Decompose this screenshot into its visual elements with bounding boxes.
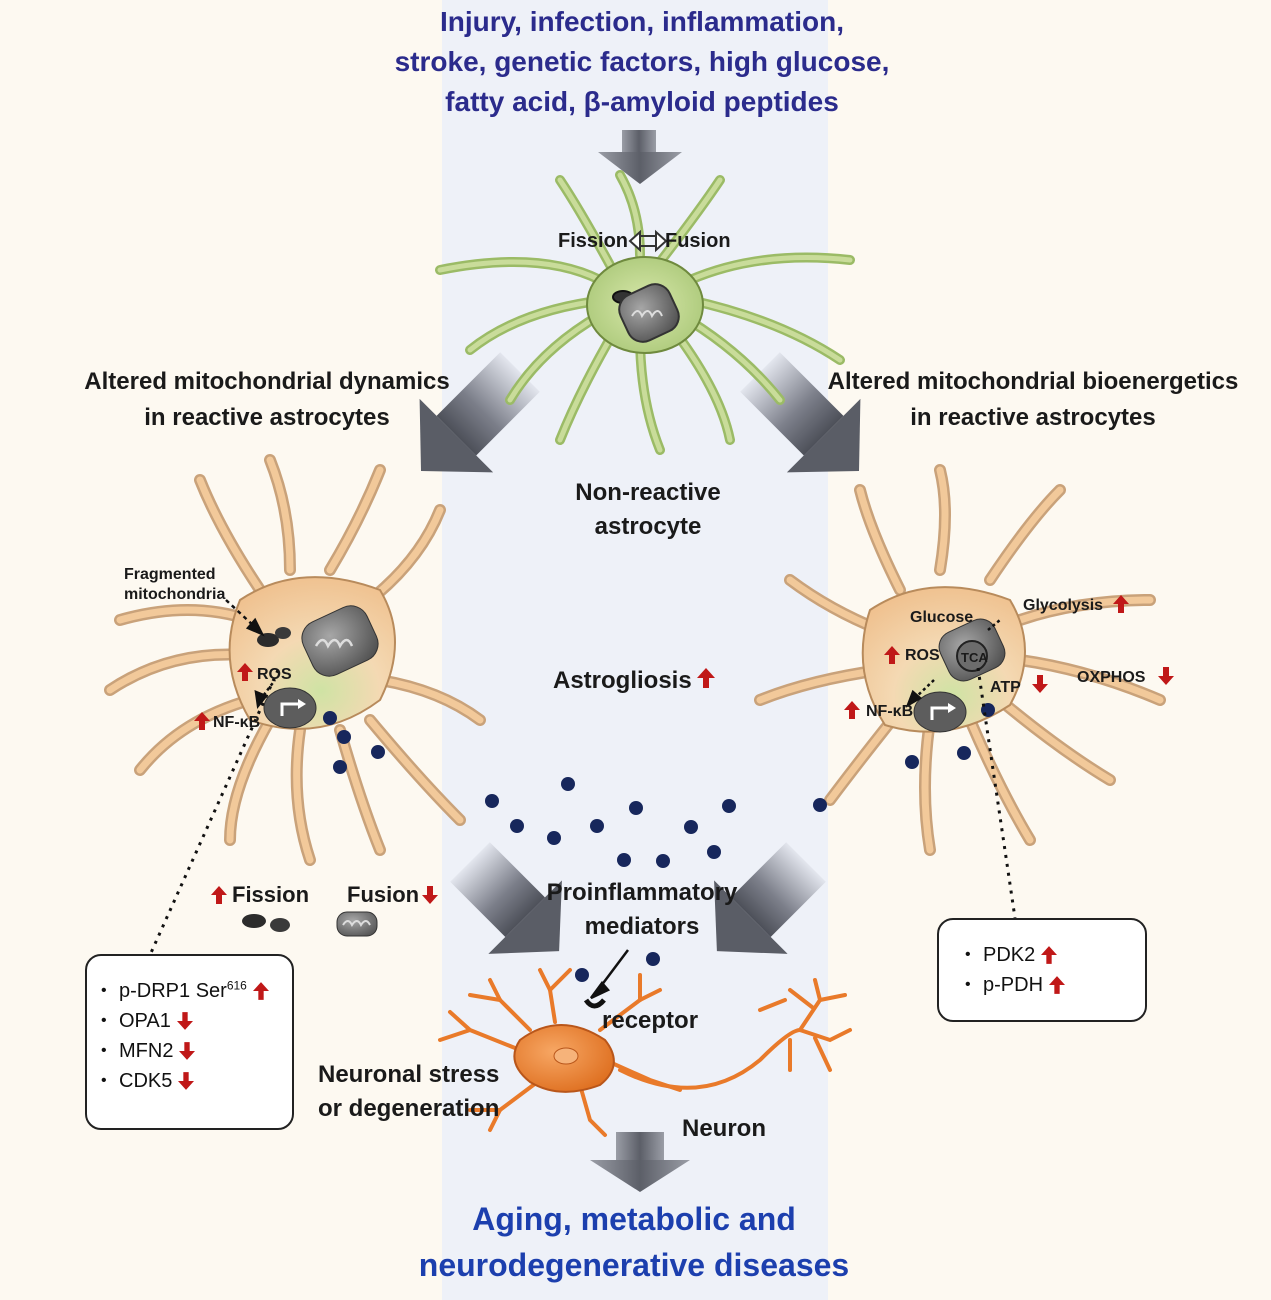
- atp-label: ATP: [990, 679, 1021, 696]
- neuronal-stress-line-2: or degeneration: [318, 1095, 500, 1122]
- neuron-cell: [438, 968, 852, 1137]
- receptor-icon: [583, 998, 606, 1009]
- arrow-right-to-neuron: [714, 842, 826, 954]
- bullet-icon: •: [101, 982, 107, 999]
- arrow-left-to-neuron: [450, 842, 562, 954]
- astrogliosis-label: Astrogliosis: [553, 667, 692, 694]
- left-nfkb-label: NF-κB: [213, 714, 261, 731]
- right-title-line-1: Altered mitochondrial bioenergetics: [827, 368, 1239, 395]
- left-marker-item-superscript: 616: [226, 978, 247, 993]
- left-fission-label: Fission: [232, 882, 310, 907]
- left-reactive-astrocyte: [104, 454, 486, 866]
- down-arrow-icon: [176, 1012, 193, 1030]
- left-marker-item: • OPA1: [101, 1006, 292, 1036]
- proinflammatory-line-1: Proinflammatory: [546, 879, 738, 906]
- left-marker-list: • p-DRP1 Ser616 • OPA1 • MFN2 • CDK5: [87, 956, 292, 1096]
- neuron-label: Neuron: [682, 1115, 766, 1142]
- tca-label: TCA: [961, 650, 988, 665]
- mediator-dots: [333, 730, 971, 982]
- dotted-connectors: [148, 667, 1017, 956]
- neuronal-stress-line-1: Neuronal stress: [318, 1061, 500, 1088]
- left-title-line-2: in reactive astrocytes: [144, 404, 390, 431]
- right-marker-item: • PDK2: [965, 940, 1145, 970]
- bullet-icon: •: [965, 946, 971, 963]
- bullet-icon: •: [101, 1042, 107, 1059]
- arrow-top-down: [598, 130, 682, 184]
- glycolysis-label: Glycolysis: [1023, 597, 1104, 614]
- non-reactive-line-2: astrocyte: [594, 513, 702, 540]
- right-marker-item-text: p-PDH: [983, 974, 1044, 996]
- right-marker-item: • p-PDH: [965, 970, 1145, 1000]
- right-marker-list: • PDK2 • p-PDH: [939, 920, 1145, 1000]
- center-fission-label: Fission: [558, 230, 629, 252]
- trend-arrows: [194, 595, 1174, 904]
- left-marker-box: • p-DRP1 Ser616 • OPA1 • MFN2 • CDK5: [85, 954, 294, 1130]
- right-marker-item-text: PDK2: [983, 944, 1036, 966]
- trigger-factors-text: Injury, infection, inflammation, stroke,…: [395, 2, 890, 122]
- nucleus-left: [263, 687, 317, 729]
- left-title-line-1: Altered mitochondrial dynamics: [84, 368, 450, 395]
- glucose-label: Glucose: [910, 609, 974, 626]
- down-arrow-icon: [179, 1042, 196, 1060]
- left-marker-item: • MFN2: [101, 1036, 292, 1066]
- left-marker-item-text: CDK5: [119, 1070, 173, 1092]
- nucleus-right: [913, 691, 967, 733]
- up-arrow-icon: [1041, 946, 1058, 964]
- left-marker-item-text: MFN2: [119, 1040, 174, 1062]
- non-reactive-astrocyte-label: Non-reactive astrocyte: [575, 476, 720, 544]
- arrow-to-left-astrocyte: [419, 352, 540, 473]
- outcome-diseases-text: Aging, metabolic and neurodegenerative d…: [419, 1196, 849, 1288]
- trigger-line-3: fatty acid, β-amyloid peptides: [445, 86, 839, 117]
- outcome-line-2: neurodegenerative diseases: [418, 1247, 850, 1283]
- fragmented-line-1: Fragmented: [124, 566, 216, 583]
- right-nfkb-label: NF-κB: [866, 703, 914, 720]
- fusion-mito-icon: [336, 911, 378, 937]
- left-marker-item: • CDK5: [101, 1066, 292, 1096]
- up-arrow-icon: [1049, 976, 1066, 994]
- bullet-icon: •: [101, 1012, 107, 1029]
- non-reactive-astrocyte: [435, 170, 855, 455]
- fission-mito-icon: [242, 914, 290, 932]
- center-band: [442, 0, 828, 1300]
- bullet-icon: •: [965, 976, 971, 993]
- proinflammatory-line-2: mediators: [584, 913, 700, 940]
- up-arrow-icon: [252, 982, 269, 1000]
- arrow-bottom-down: [590, 1132, 690, 1192]
- left-panel-title: Altered mitochondrial dynamics in reacti…: [84, 364, 449, 436]
- fragmented-mitochondria-label: Fragmented mitochondria: [124, 565, 225, 605]
- right-reactive-astrocyte: [754, 464, 1166, 856]
- right-title-line-2: in reactive astrocytes: [910, 404, 1156, 431]
- right-marker-box: • PDK2 • p-PDH: [937, 918, 1147, 1022]
- fission-fusion-double-arrow: [628, 229, 668, 253]
- down-arrow-icon: [178, 1072, 195, 1090]
- left-ros-label: ROS: [257, 666, 292, 683]
- receptor-label: receptor: [602, 1007, 699, 1034]
- trigger-line-1: Injury, infection, inflammation,: [440, 6, 844, 37]
- left-marker-item-text: p-DRP1 Ser616: [119, 978, 247, 1002]
- trigger-line-2: stroke, genetic factors, high glucose,: [394, 46, 890, 77]
- bullet-icon: •: [101, 1072, 107, 1089]
- fragmented-mito-2: [275, 627, 291, 639]
- right-panel-title: Altered mitochondrial bioenergetics in r…: [828, 364, 1239, 436]
- proinflammatory-mediators-label: Proinflammatory mediators: [547, 876, 738, 944]
- outcome-line-1: Aging, metabolic and: [472, 1201, 796, 1237]
- center-fusion-label: Fusion: [665, 230, 731, 252]
- left-fusion-label: Fusion: [347, 882, 420, 907]
- oxphos-label: OXPHOS: [1077, 669, 1146, 686]
- non-reactive-line-1: Non-reactive: [575, 479, 721, 506]
- left-marker-item-text: OPA1: [119, 1010, 171, 1032]
- left-marker-item: • p-DRP1 Ser616: [101, 976, 292, 1006]
- pointer-arrows: [225, 599, 1001, 1000]
- neuronal-stress-label: Neuronal stress or degeneration: [318, 1058, 499, 1126]
- fragmented-line-2: mitochondria: [124, 586, 226, 603]
- fragmented-mito-1: [257, 633, 279, 647]
- right-ros-label: ROS: [905, 647, 940, 664]
